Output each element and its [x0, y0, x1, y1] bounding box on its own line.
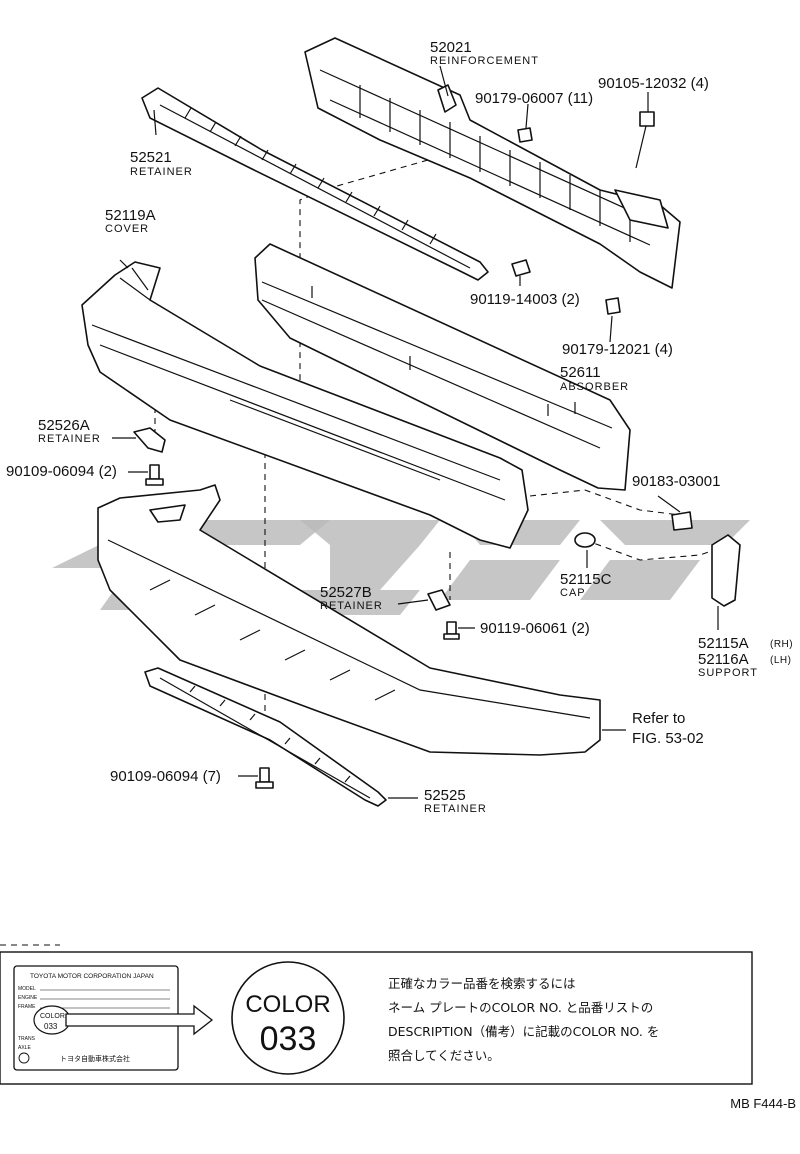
- reference-line1: Refer to: [632, 710, 685, 727]
- absorber-name: ABSORBER: [560, 381, 629, 393]
- plate-row-frame: FRAME: [18, 1004, 36, 1010]
- retainer-bottom-number: 52525: [424, 787, 466, 804]
- color-circle: [231, 961, 345, 1075]
- reinforcement-part: [304, 37, 681, 289]
- cap-name: CAP: [560, 587, 586, 599]
- reference-line2: FIG. 53-02: [632, 730, 704, 747]
- reinforcement-number: 52021: [430, 39, 472, 56]
- color-circle-value: 033: [260, 1020, 317, 1058]
- reinforcement-name: REINFORCEMENT: [430, 55, 539, 67]
- fastener-90179-12021: 90179-12021 (4): [562, 341, 673, 358]
- support-name: SUPPORT: [698, 667, 758, 679]
- plate-title: TOYOTA MOTOR CORPORATION JAPAN: [30, 973, 154, 980]
- jp-line-2: ネーム プレートのCOLOR NO. と品番リストの: [388, 1000, 653, 1015]
- color-circle-label: COLOR: [245, 991, 330, 1018]
- retainer-top-number: 52521: [130, 149, 172, 166]
- retainer-top-name: RETAINER: [130, 166, 193, 178]
- fastener-90179-06007: 90179-06007 (11): [475, 90, 593, 107]
- jp-line-3: DESCRIPTION（備考）に記載のCOLOR NO. を: [388, 1024, 659, 1039]
- retainer-left-number: 52526A: [38, 417, 90, 434]
- jp-line-4: 照合してください。: [388, 1048, 500, 1063]
- retainer-left-name: RETAINER: [38, 433, 101, 445]
- plate-footer: トヨタ自動車株式会社: [60, 1054, 130, 1063]
- retainer-top-part: [141, 87, 489, 281]
- cover-name: COVER: [105, 223, 149, 235]
- retainer-bottom-name: RETAINER: [424, 803, 487, 815]
- support-lh-number: 52116A: [698, 651, 749, 668]
- support-rh-side: (RH): [770, 639, 793, 650]
- retainer-bottom-part: [144, 667, 387, 807]
- lower-bumper-part: [97, 484, 601, 756]
- plate-color-label: COLOR: [40, 1013, 65, 1020]
- fastener-90119-06061: 90119-06061 (2): [480, 620, 590, 637]
- plate-row-engine: ENGINE: [18, 995, 38, 1001]
- leader-lines: [112, 65, 719, 799]
- plate-row-model: MODEL: [18, 986, 36, 992]
- jp-line-1: 正確なカラー品番を検索するには: [388, 976, 576, 991]
- plate-color-value: 033: [44, 1022, 58, 1031]
- retainer-mid-number: 52527B: [320, 584, 372, 601]
- part-labels: 52021 REINFORCEMENT 90179-06007 (11) 901…: [6, 39, 793, 815]
- figure-code: MB F444-B: [730, 1096, 796, 1111]
- arrow-icon: [65, 1004, 214, 1036]
- small-parts: [133, 111, 741, 789]
- cover-part: [81, 261, 529, 549]
- absorber-number: 52611: [560, 364, 601, 381]
- plate-row-axle: AXLE: [18, 1045, 31, 1051]
- support-rh-number: 52115A: [698, 635, 749, 652]
- plate-emblem-icon: [18, 1052, 30, 1064]
- absorber-part: [254, 243, 631, 491]
- fastener-90119-14003: 90119-14003 (2): [470, 291, 580, 308]
- fastener-90109-06094-a: 90109-06094 (2): [6, 463, 117, 480]
- color-note-section: TOYOTA MOTOR CORPORATION JAPAN MODEL ENG…: [0, 944, 753, 1085]
- cover-number: 52119A: [105, 207, 156, 224]
- fastener-90109-06094-b: 90109-06094 (7): [110, 768, 221, 785]
- fastener-90183-03001: 90183-03001: [632, 473, 720, 490]
- cap-number: 52115C: [560, 571, 612, 588]
- plate-row-trans: TRANS: [18, 1036, 36, 1042]
- retainer-mid-name: RETAINER: [320, 600, 383, 612]
- support-lh-side: (LH): [770, 655, 791, 666]
- fastener-90105-12032: 90105-12032 (4): [598, 75, 709, 92]
